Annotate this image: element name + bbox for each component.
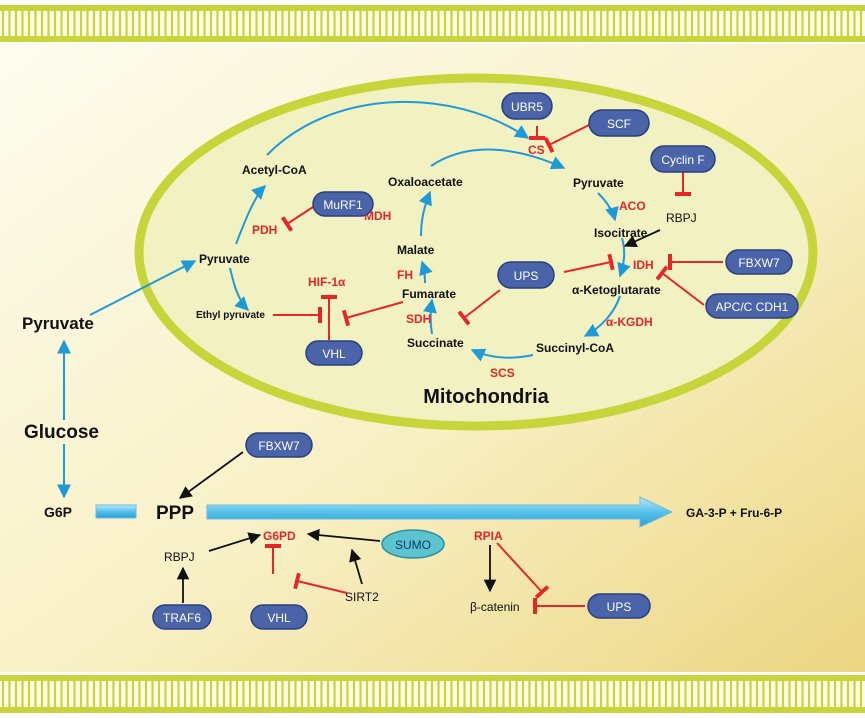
metabolite-g6p: G6P [44, 504, 72, 520]
enzyme-sdh: SDH [406, 312, 431, 326]
regulator-cyclin-f: Cyclin F [650, 145, 716, 173]
regulator-ups-cyto: UPS [587, 593, 651, 619]
enzyme-alpha-kgdh: α-KGDH [606, 315, 653, 329]
cell-membrane-top [0, 5, 865, 42]
svg-text:FBXW7: FBXW7 [738, 256, 780, 270]
metabolite-fumarate: Fumarate [402, 287, 456, 301]
svg-text:UBR5: UBR5 [511, 100, 543, 114]
regulator-scf: SCF [588, 109, 650, 137]
enzyme-fh: FH [397, 268, 413, 282]
svg-text:VHL: VHL [267, 611, 291, 625]
cell-membrane-bottom [0, 675, 865, 713]
metabolite-sirt2: SIRT2 [345, 590, 379, 604]
svg-text:TRAF6: TRAF6 [163, 611, 201, 625]
metabolite-oxaloacetate: Oxaloacetate [388, 175, 463, 189]
ppp-big-arrow [95, 496, 674, 528]
svg-text:MuRF1: MuRF1 [323, 198, 363, 212]
metabolite-succinate: Succinate [407, 336, 464, 350]
activation-arrows [176, 229, 661, 603]
enzyme-aco: ACO [619, 199, 646, 213]
metabolite-products: GA-3-P + Fru-6-P [686, 506, 782, 520]
svg-text:FBXW7: FBXW7 [258, 439, 300, 453]
svg-text:SUMO: SUMO [395, 538, 431, 552]
svg-text:APC/C CDH1: APC/C CDH1 [716, 300, 789, 314]
metabolite-isocitrate: Isocitrate [594, 226, 648, 240]
regulator-vhl-cyto: VHL [250, 604, 308, 630]
metabolite-pyruvate-mito: Pyruvate [199, 252, 250, 266]
svg-text:UPS: UPS [607, 600, 632, 614]
metabolite-acetyl-coa: Acetyl-CoA [242, 163, 307, 177]
regulator-vhl-mito: VHL [305, 340, 363, 366]
metabolite-succinyl-coa: Succinyl-CoA [536, 341, 614, 355]
inhibition-lines [265, 123, 723, 614]
regulator-ups-mito: UPS [497, 261, 555, 289]
svg-text:VHL: VHL [322, 347, 346, 361]
metabolite-pyruvate-cyto: Pyruvate [22, 314, 94, 333]
enzyme-scs: SCS [490, 366, 515, 380]
regulator-fbxw7-mito: FBXW7 [725, 249, 793, 275]
metabolite-rbpj-mito: RBPJ [666, 211, 697, 225]
regulator-apc-cdh1: APC/C CDH1 [705, 293, 799, 319]
enzyme-idh: IDH [633, 258, 654, 272]
regulator-fbxw7-cyto: FBXW7 [245, 432, 313, 458]
svg-text:UPS: UPS [514, 269, 539, 283]
enzyme-cs: CS [528, 143, 545, 157]
enzyme-g6pd: G6PD [263, 529, 296, 543]
regulator-sumo: SUMO [381, 529, 445, 559]
regulator-ubr5: UBR5 [501, 92, 553, 120]
metabolite-beta-catenin: β-catenin [470, 600, 520, 614]
metabolite-pyruvate-inner: Pyruvate [573, 176, 624, 190]
metabolite-glucose: Glucose [24, 422, 99, 443]
metabolite-ethyl-pyruvate: Ethyl pyruvate [196, 310, 265, 321]
regulator-murf1: MuRF1 [312, 191, 374, 217]
mitochondrion [134, 73, 818, 431]
enzyme-hif1a: HIF-1α [308, 275, 346, 289]
pathway-ppp: PPP [156, 503, 194, 524]
svg-text:Cyclin F: Cyclin F [661, 153, 704, 167]
enzyme-labels: CS ACO IDH α-KGDH SCS SDH FH MDH PDH HIF… [252, 143, 654, 543]
metabolite-rbpj-cyto: RBPJ [164, 550, 195, 564]
tca-cycle-arrows [229, 100, 631, 362]
enzyme-mdh: MDH [364, 209, 391, 223]
enzyme-pdh: PDH [252, 223, 277, 237]
svg-text:SCF: SCF [607, 117, 631, 131]
enzyme-rpia: RPIA [474, 529, 503, 543]
metabolite-alpha-ketoglutarate: α-Ketoglutarate [572, 283, 661, 297]
metabolite-labels: Acetyl-CoA Oxaloacetate Pyruvate Isocitr… [22, 163, 782, 614]
glycolysis-arrows [57, 260, 197, 499]
mitochondria-title: Mitochondria [423, 386, 549, 408]
regulator-traf6: TRAF6 [152, 604, 212, 630]
metabolite-malate: Malate [397, 243, 435, 257]
